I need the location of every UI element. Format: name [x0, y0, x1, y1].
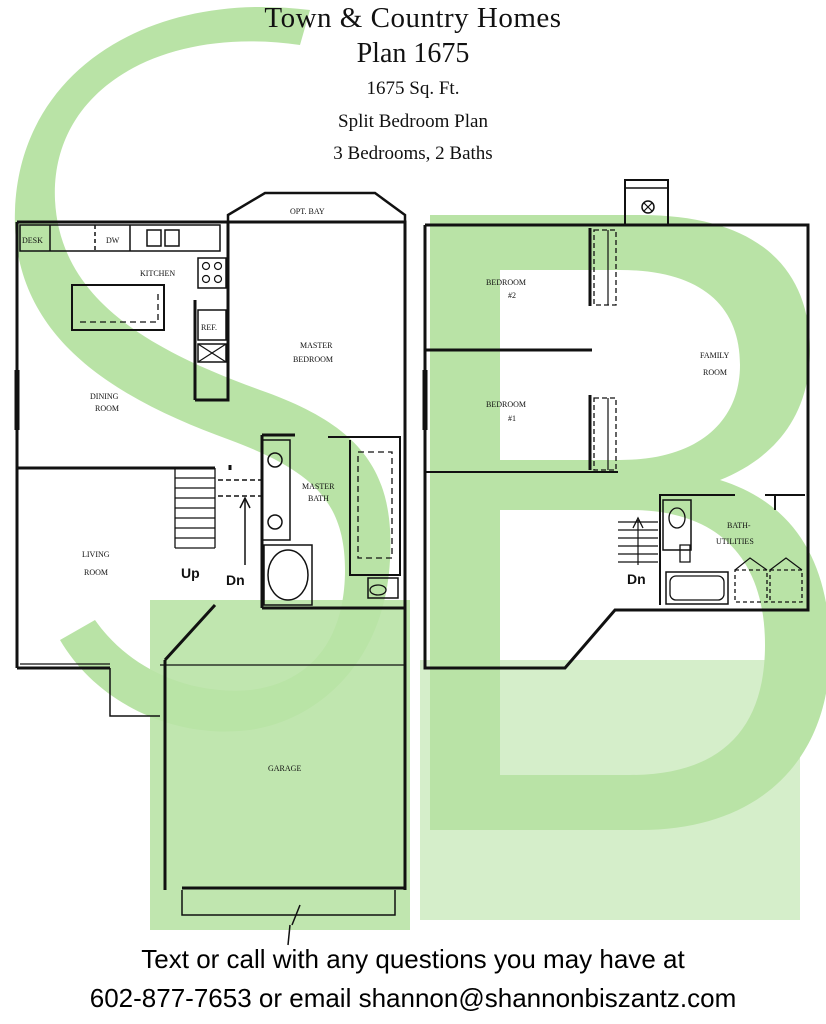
dining-room-label-1: DINING — [90, 392, 119, 401]
contact-line-1: Text or call with any questions you may … — [141, 944, 685, 974]
bed-bath-count: 3 Bedrooms, 2 Baths — [333, 143, 493, 164]
master-bedroom-label-1: MASTER — [300, 341, 333, 350]
square-footage: 1675 Sq. Ft. — [366, 78, 460, 99]
master-bedroom-label-2: BEDROOM — [293, 355, 333, 364]
second-floor-plan — [422, 179, 810, 670]
living-room-label-1: LIVING — [82, 550, 110, 559]
desk-label: DESK — [22, 236, 43, 245]
bedroom-2-label-1: BEDROOM — [486, 278, 526, 287]
living-room-label-2: ROOM — [84, 568, 108, 577]
kitchen-label: KITCHEN — [140, 269, 175, 278]
bedroom-1-label-1: BEDROOM — [486, 400, 526, 409]
bath-utilities-label-2: UTILITIES — [716, 537, 754, 546]
dining-room-label-2: ROOM — [95, 404, 119, 413]
master-bath-label-1: MASTER — [302, 482, 335, 491]
master-bath-label-2: BATH — [308, 494, 329, 503]
stairs-down-label: Dn — [226, 572, 245, 588]
upstairs-down-label: Dn — [627, 571, 646, 587]
refrigerator-label: REF. — [201, 323, 217, 332]
dishwasher-label: DW — [106, 236, 120, 245]
room-labels: DESK DW KITCHEN REF. OPT. BAY DINING ROO… — [22, 207, 754, 773]
family-room-label-1: FAMILY — [700, 351, 729, 360]
plan-name: Plan 1675 — [356, 38, 470, 69]
contact-line-2: 602-877-7653 or email shannon@shannonbis… — [89, 983, 737, 1013]
opt-bay-label: OPT. BAY — [290, 207, 325, 216]
stairs-up-label: Up — [181, 565, 200, 581]
plan-style: Split Bedroom Plan — [338, 111, 488, 132]
bedroom-2-label-2: #2 — [508, 291, 516, 300]
sb-watermark — [14, 6, 826, 930]
garage-label: GARAGE — [268, 764, 301, 773]
builder-title: Town & Country Homes — [264, 2, 562, 34]
bedroom-1-label-2: #1 — [508, 414, 516, 423]
family-room-label-2: ROOM — [703, 368, 727, 377]
bath-utilities-label-1: BATH- — [727, 521, 751, 530]
first-floor-plan — [14, 191, 407, 946]
